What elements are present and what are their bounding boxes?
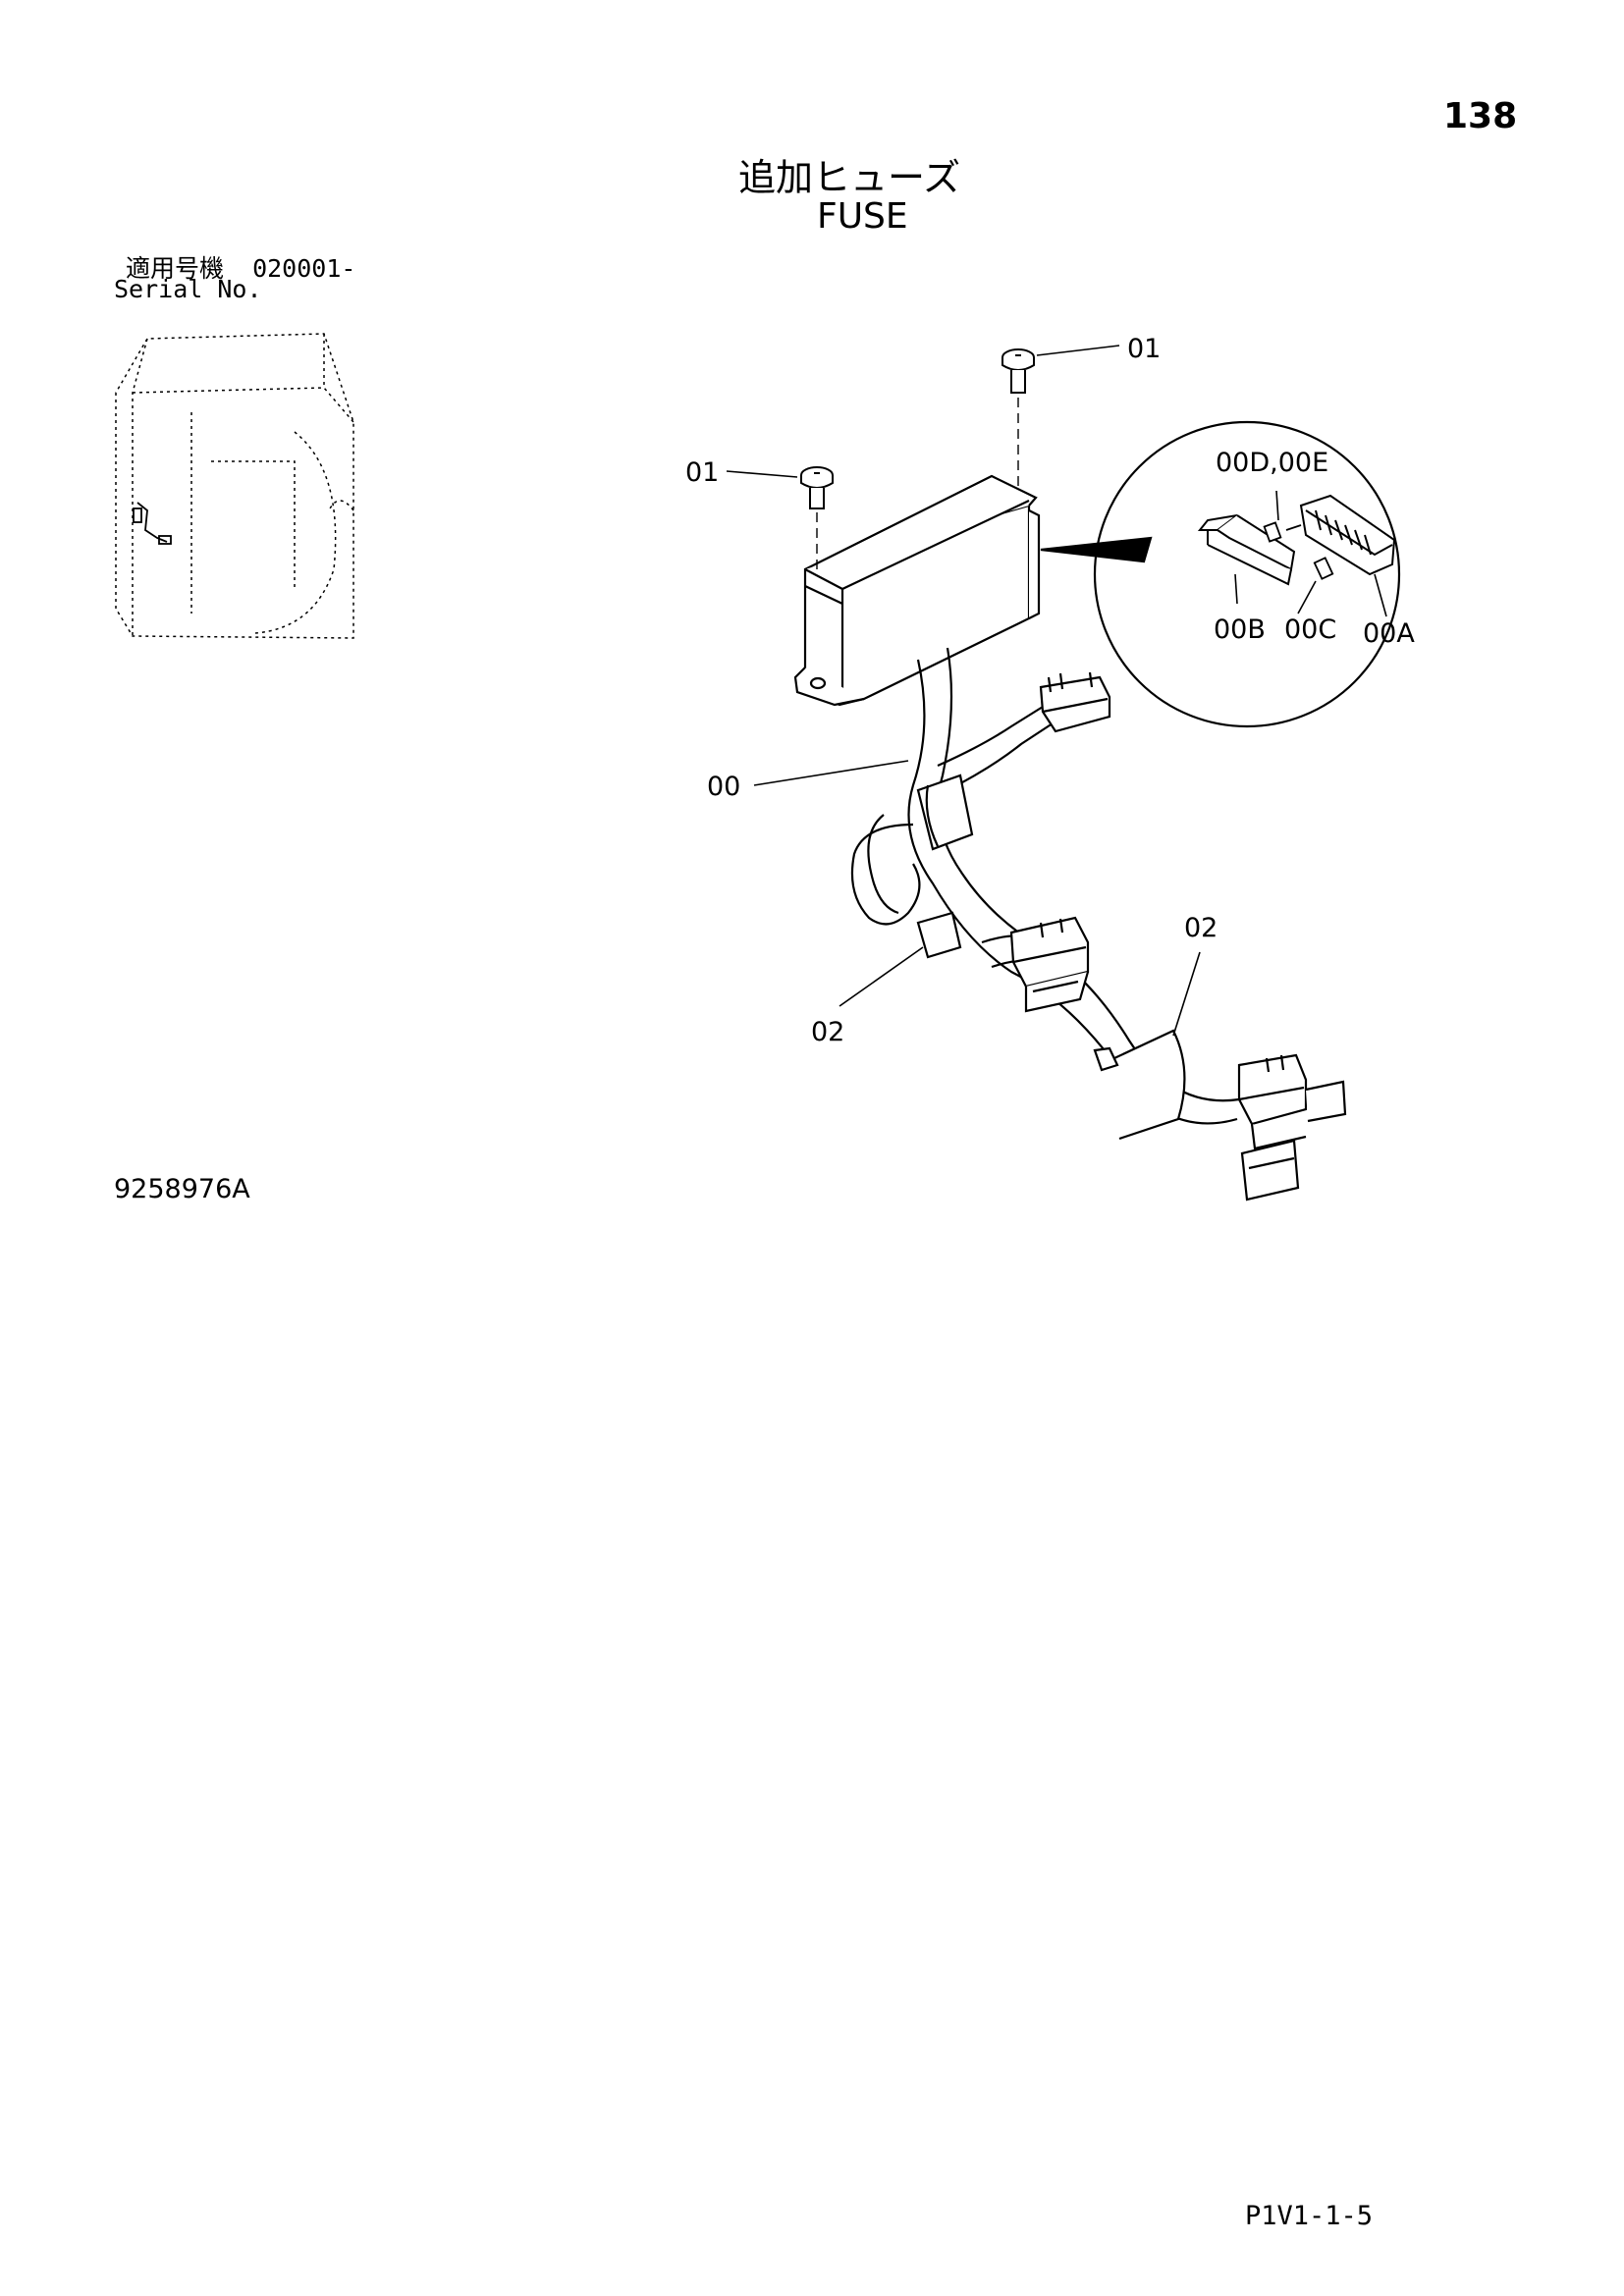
location-marker-icon xyxy=(133,502,172,545)
callout-screw-top: 01 xyxy=(1127,334,1162,364)
screw-axis-line xyxy=(816,398,1019,574)
page-reference: P1V1-1-5 xyxy=(1245,2201,1374,2231)
fuse-block-icon xyxy=(1299,494,1396,576)
page-title-japanese: 追加ヒューズ xyxy=(738,156,961,199)
connector-icon xyxy=(1039,671,1111,733)
connector-icon xyxy=(1009,916,1090,1013)
callout-detail-b: 00B xyxy=(1214,614,1266,645)
fuse-icon xyxy=(1263,521,1334,580)
detail-view xyxy=(1040,420,1401,728)
screw-icon xyxy=(800,466,834,509)
serial-label-english: Serial No. xyxy=(114,275,262,303)
callout-detail-c: 00C xyxy=(1284,614,1337,645)
callout-band-right: 02 xyxy=(1184,913,1218,943)
page-number: 138 xyxy=(1443,96,1518,136)
leader-lines xyxy=(726,345,1387,1037)
fuse-holder-icon xyxy=(1197,514,1296,586)
connector-icon xyxy=(1237,1053,1347,1201)
page-title-english: FUSE xyxy=(817,196,908,237)
callout-band-left: 02 xyxy=(811,1017,845,1047)
binding-band xyxy=(916,774,1186,1141)
screw-icon xyxy=(1001,348,1035,394)
callout-detail-a: 00A xyxy=(1363,618,1415,649)
serial-range: 020001- xyxy=(252,254,356,283)
diagram-part-code: 9258976A xyxy=(114,1174,250,1204)
callout-harness: 00 xyxy=(707,772,741,802)
fuse-box xyxy=(793,474,1041,707)
location-thumbnail xyxy=(115,333,354,639)
serial-range-line: 適用号機 020001- xyxy=(126,249,355,285)
serial-label-japanese: 適用号機 xyxy=(126,254,225,283)
callout-screw-left: 01 xyxy=(685,457,720,488)
callout-detail-top: 00D,00E xyxy=(1216,448,1329,478)
